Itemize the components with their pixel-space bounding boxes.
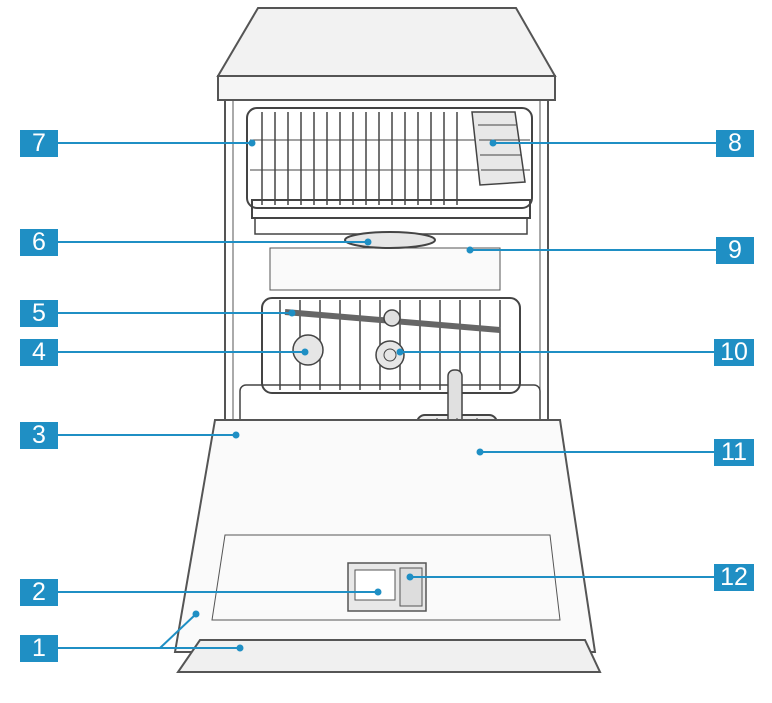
- upper-basket: [246, 107, 533, 249]
- callout-4: 4: [20, 339, 58, 366]
- callout-10: 10: [714, 339, 754, 366]
- callout-6: 6: [20, 229, 58, 256]
- callout-12: 12: [714, 564, 754, 591]
- detergent-dispenser-round: [292, 334, 324, 366]
- spray-arm-lower: [284, 309, 501, 333]
- dishwasher-body: [224, 100, 549, 420]
- callout-7: 7: [20, 130, 58, 157]
- callout-11: 11: [714, 439, 754, 466]
- door: [173, 419, 602, 673]
- callout-9: 9: [716, 237, 754, 264]
- leader-lines: [57, 139, 716, 652]
- callout-5: 5: [20, 300, 58, 327]
- worktop: [216, 7, 557, 101]
- callout-2: 2: [20, 579, 58, 606]
- detergent-dispenser: [347, 562, 427, 612]
- filter-system: [375, 340, 405, 370]
- callout-8: 8: [716, 130, 754, 157]
- spray-arm-upper: [344, 231, 436, 249]
- callout-1: 1: [20, 635, 58, 662]
- callout-3: 3: [20, 422, 58, 449]
- etagere: [471, 111, 526, 186]
